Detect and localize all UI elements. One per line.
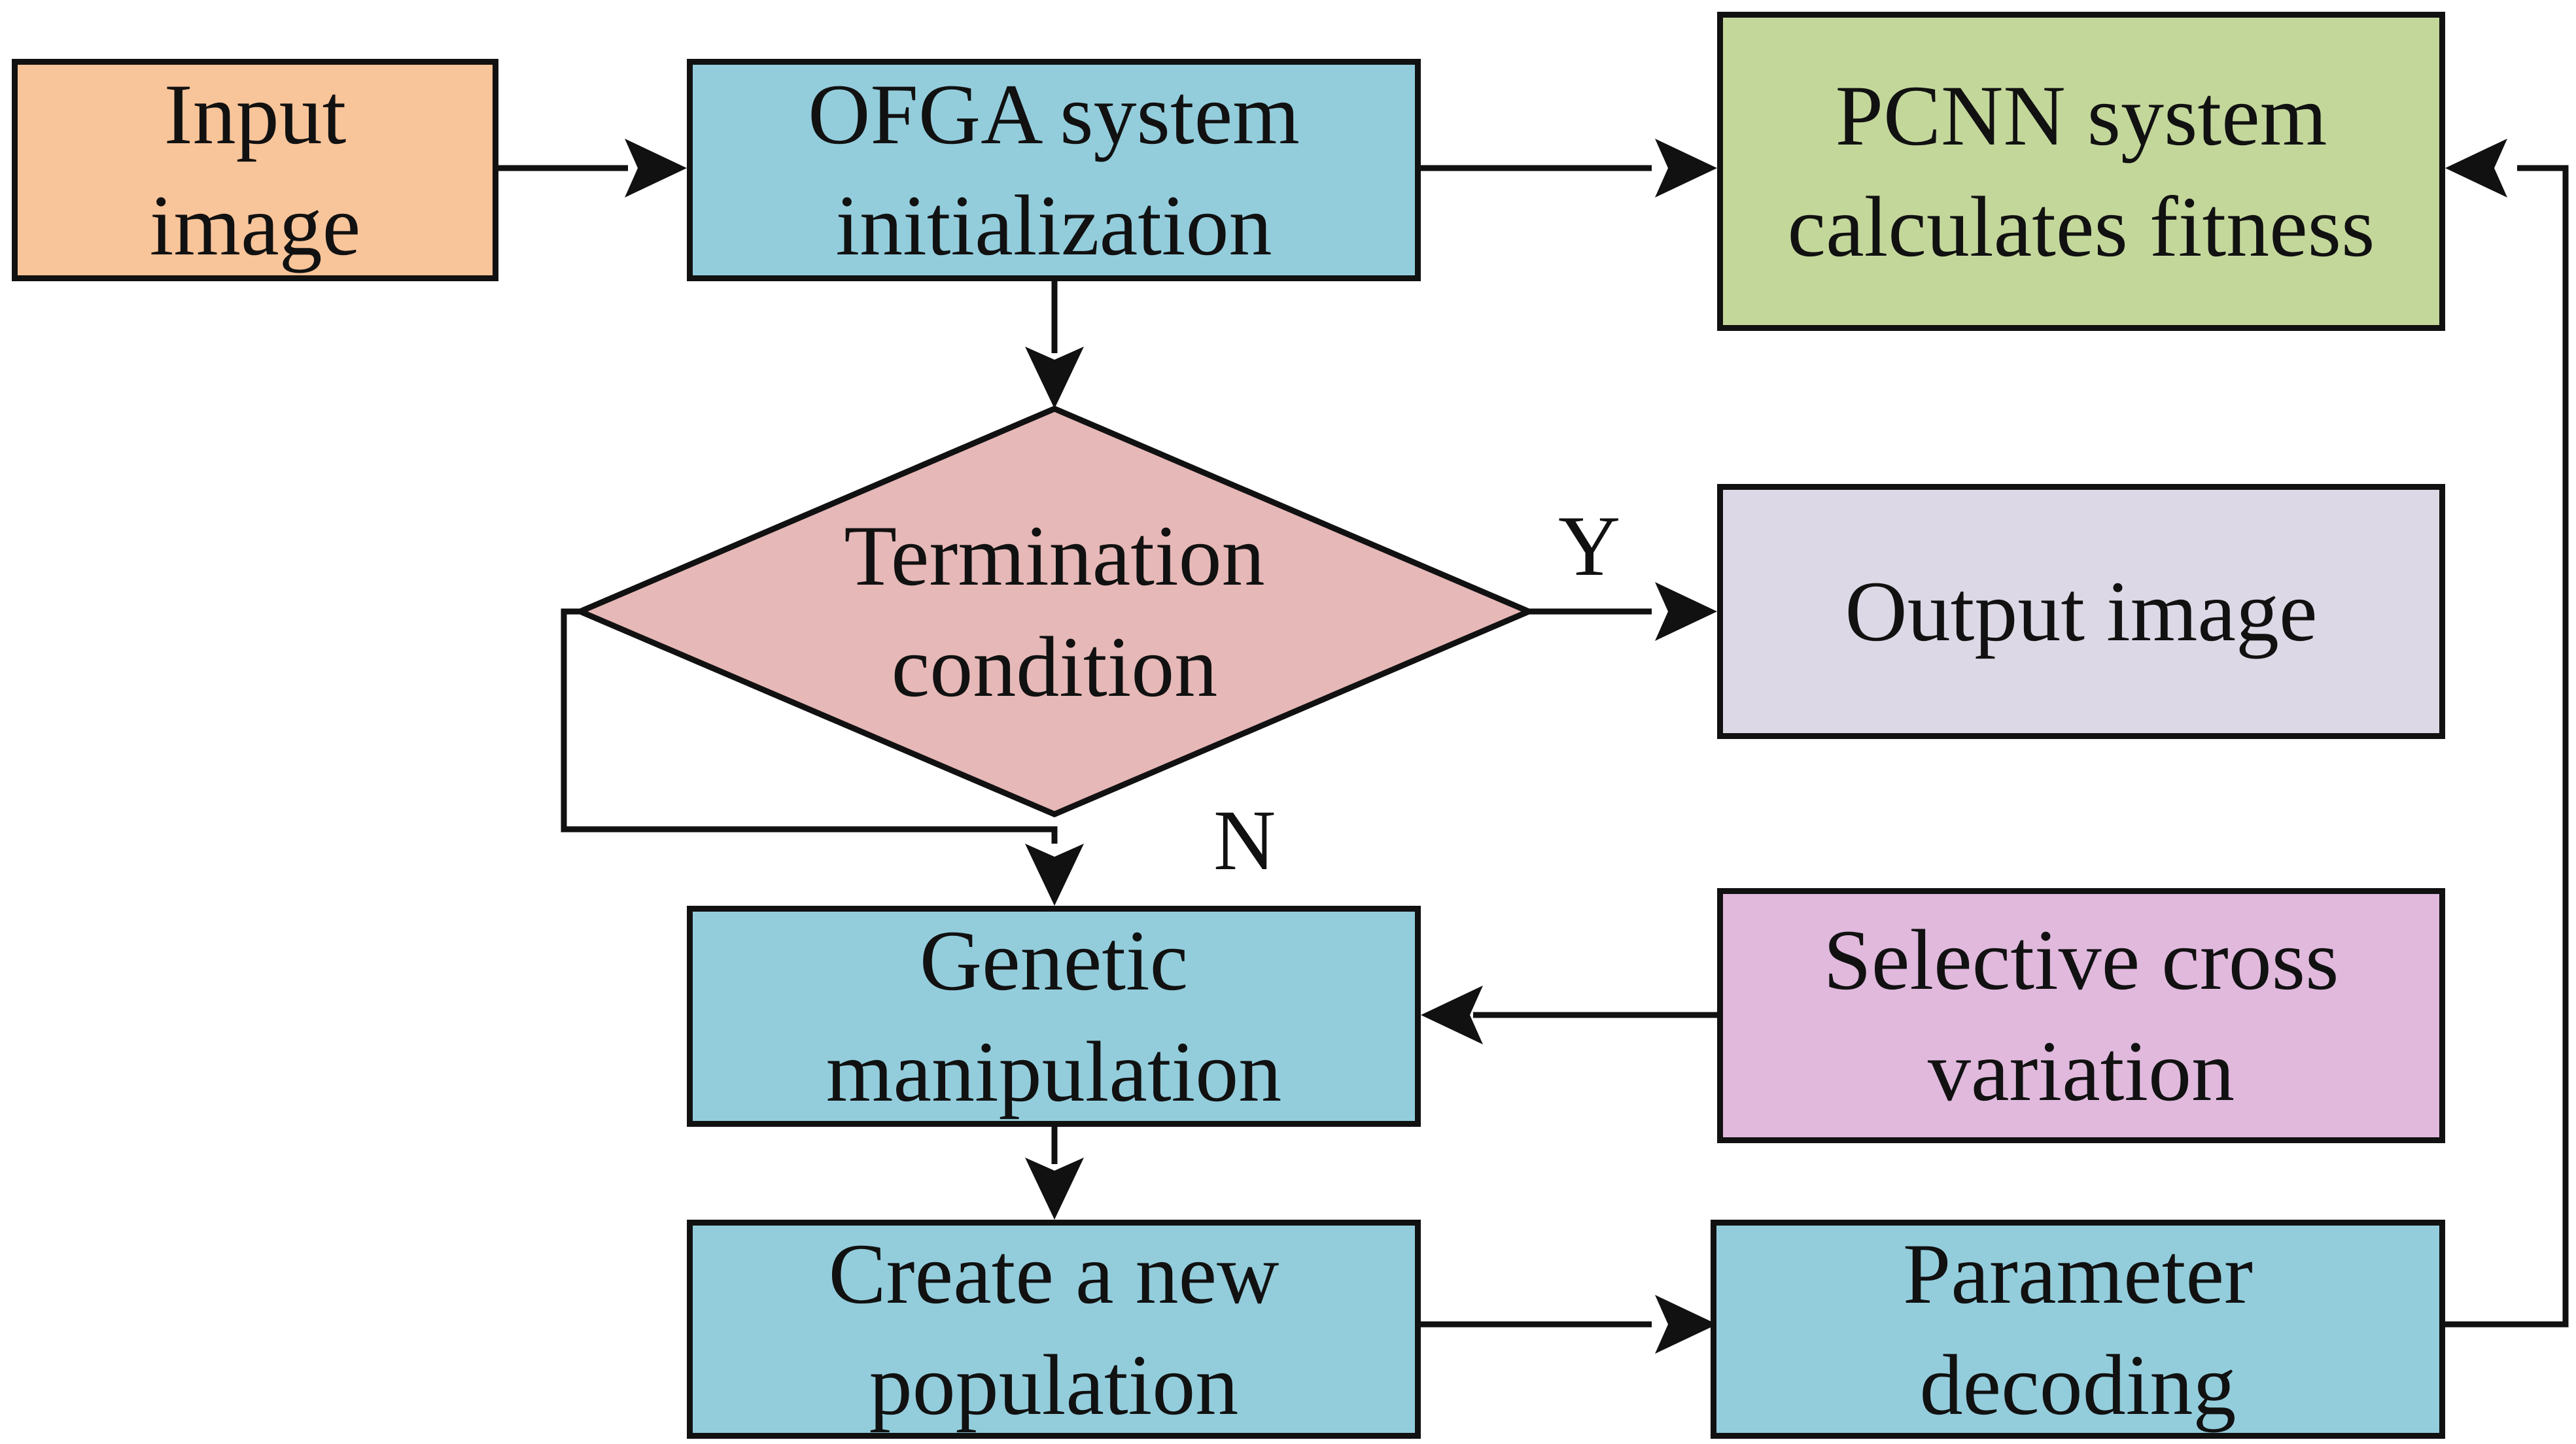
ofga-init-box: OFGA system initialization [687,59,1421,281]
pcnn-fitness-line-1: PCNN system [1835,67,2327,163]
arrowhead-selective-to-genetic [1421,986,1483,1044]
arrowhead-decoding-to-pcnn [2445,139,2507,198]
termination-line-1: Termination [844,507,1265,604]
input-image-line-1: Input [164,66,347,162]
arrowhead-genetic-to-population [1025,1158,1084,1220]
parameter-decoding-line-1: Parameter [1902,1225,2254,1322]
genetic-manipulation-line-2: manipulation [826,1023,1282,1120]
selective-cross-box: Selective cross variation [1717,888,2445,1143]
edge-termination-to-genetic [561,608,1058,844]
arrowhead-termination-to-output [1655,582,1717,641]
arrowhead-ofga-to-pcnn [1655,139,1717,198]
output-image-line-1: Output image [1845,563,2318,659]
termination-line-2: condition [891,619,1218,715]
selective-cross-line-1: Selective cross [1823,912,2339,1008]
pcnn-fitness-line-2: calculates fitness [1787,179,2375,275]
arrowhead-ofga-to-termination [1025,347,1084,409]
new-population-line-2: population [869,1336,1239,1433]
genetic-manipulation-box: Genetic manipulation [687,906,1421,1127]
ofga-init-line-2: initialization [835,177,1272,273]
edge-label-no: N [1213,792,1276,888]
output-image-box: Output image [1717,484,2445,739]
input-image-line-2: image [149,177,361,273]
parameter-decoding-line-2: decoding [1919,1336,2237,1433]
parameter-decoding-box: Parameter decoding [1711,1220,2445,1439]
termination-diamond [572,405,1537,817]
new-population-box: Create a new population [687,1220,1421,1439]
edge-label-yes: Y [1558,498,1621,594]
selective-cross-line-2: variation [1927,1023,2235,1119]
arrowhead-population-to-decoding [1655,1295,1717,1354]
genetic-manipulation-line-1: Genetic [919,912,1189,1008]
new-population-line-1: Create a new [828,1225,1279,1322]
arrowhead-termination-to-genetic [1025,844,1084,906]
arrowhead-input-to-ofga [625,139,687,198]
edge-decoding-to-pcnn [2445,165,2569,1328]
input-image-box: Input image [12,59,498,281]
termination-label: Termination condition [744,500,1365,723]
ofga-init-line-1: OFGA system [808,66,1300,162]
pcnn-fitness-box: PCNN system calculates fitness [1717,12,2445,331]
